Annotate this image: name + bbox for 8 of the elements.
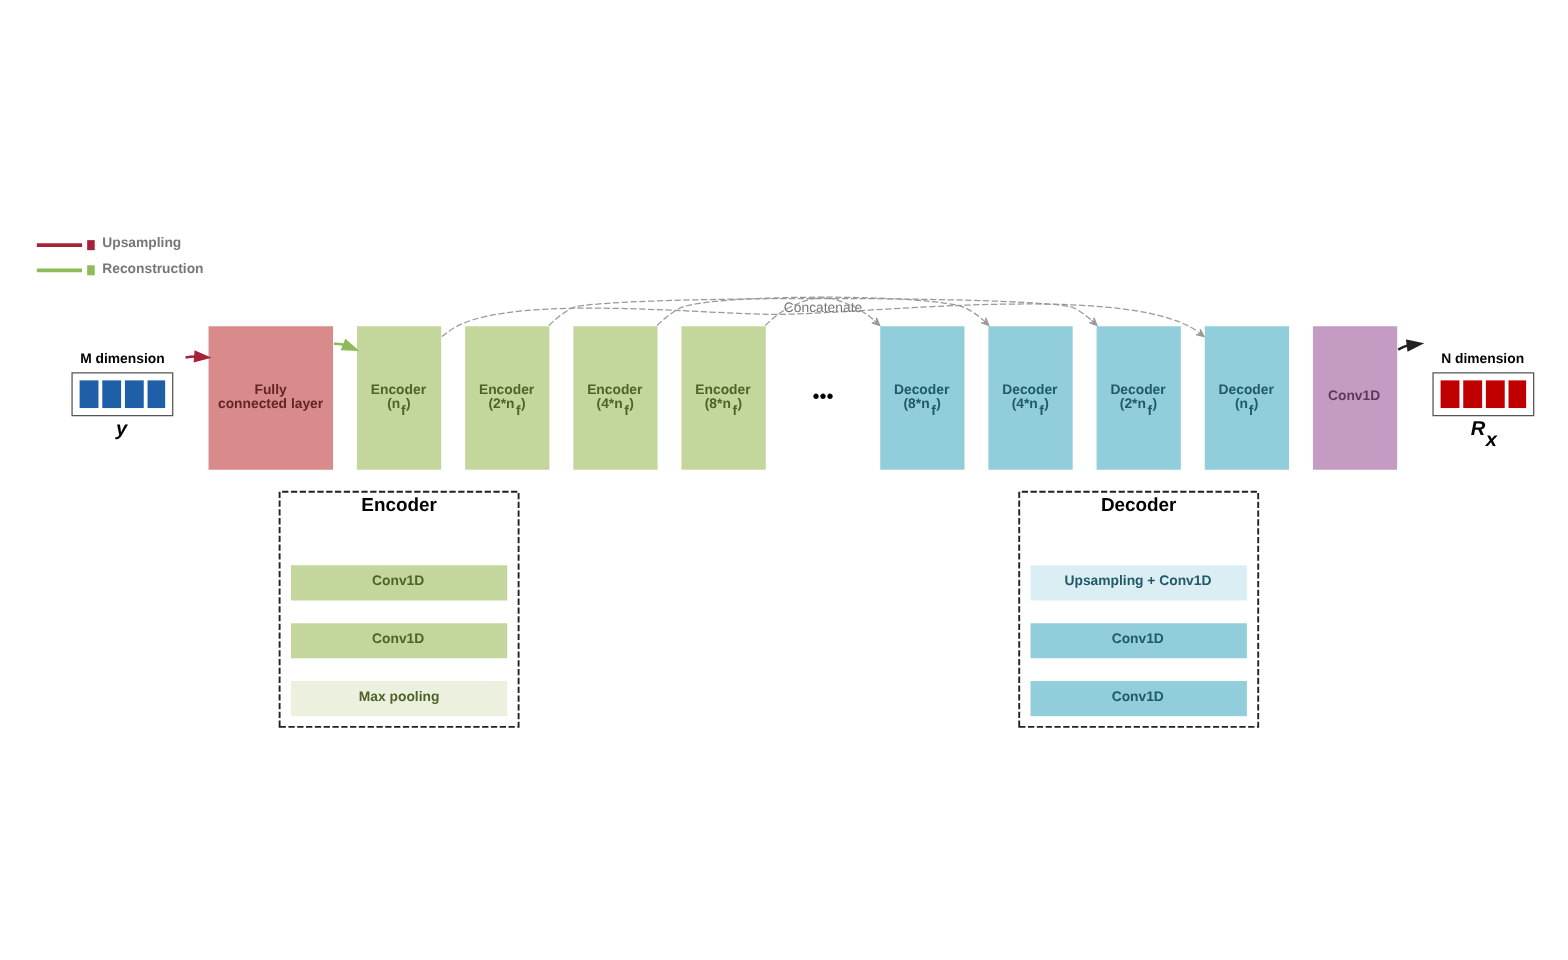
arrow — [441, 302, 1205, 337]
arrow — [548, 296, 1098, 326]
arrow — [764, 296, 881, 326]
label: ••• — [812, 385, 834, 408]
arrow — [656, 295, 990, 326]
node-box — [1432, 371, 1535, 416]
node-box — [71, 371, 174, 416]
node-label: y — [116, 418, 128, 441]
